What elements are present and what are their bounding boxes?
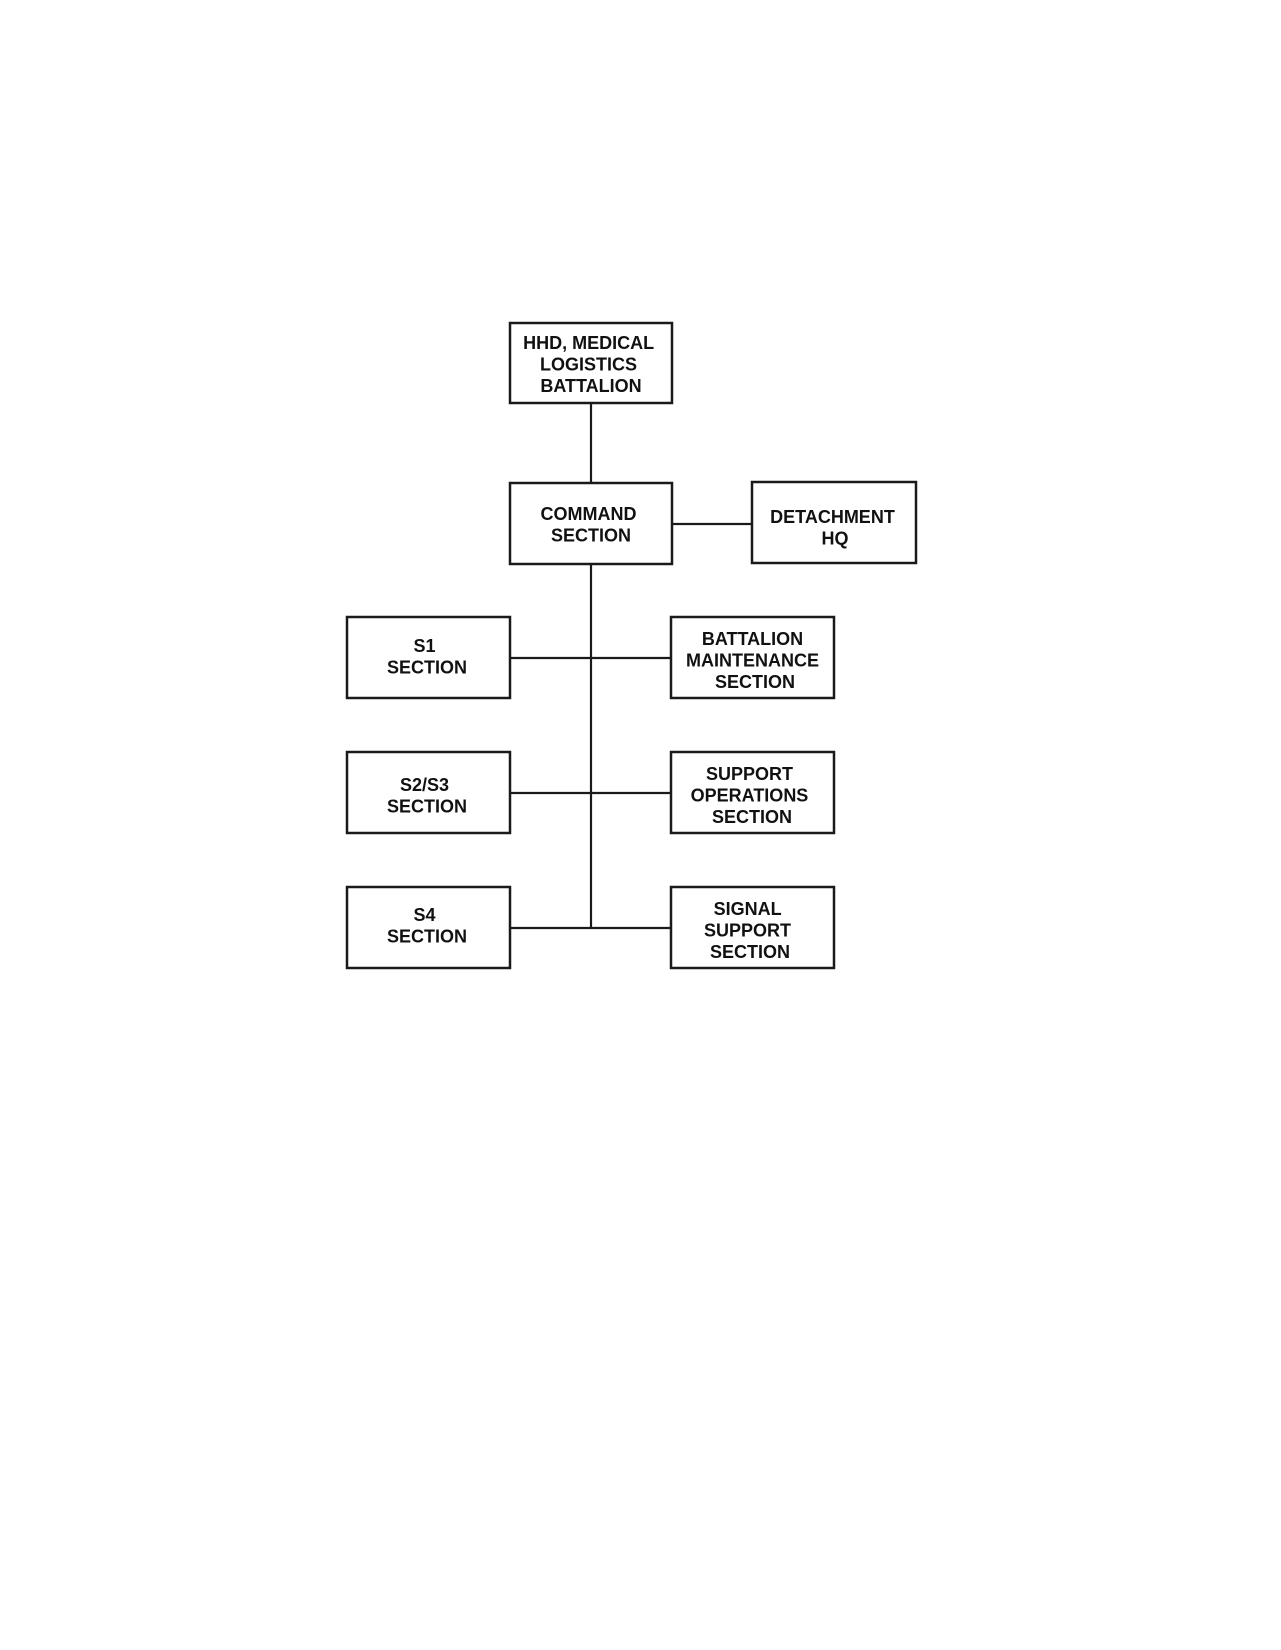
node-label: S1 SECTION [387,636,467,678]
node-label: BATTALION MAINTENANCE SECTION [686,629,824,692]
node-label-line: LOGISTICS [540,355,637,375]
node-label: SUPPORT OPERATIONS SECTION [691,764,814,827]
node-label-line: HHD, MEDICAL [523,333,654,353]
node-box [508,481,674,566]
node-label: HHD, MEDICAL LOGISTICS BATTALION [523,333,659,396]
node-label-line: SECTION [715,672,795,692]
node-box [669,885,836,970]
org-node-support-ops: SUPPORT OPERATIONS SECTION [669,750,836,835]
node-label-line: S4 [413,905,435,925]
org-node-detachment: DETACHMENT HQ [750,480,918,565]
node-box [669,750,836,835]
connectors [510,403,752,930]
node-label-line: SUPPORT [706,764,793,784]
org-node-signal: SIGNAL SUPPORT SECTION [669,885,836,970]
node-box [750,480,918,565]
node-label-line: SECTION [387,658,467,678]
node-label-line: SECTION [551,526,631,546]
node-label: S4 SECTION [387,905,467,947]
org-node-command: COMMAND SECTION [508,481,674,566]
node-label: S2/S3 SECTION [387,775,467,817]
org-node-s1: S1 SECTION [345,615,512,700]
org-node-s4: S4 SECTION [345,885,512,970]
org-node-hhd: HHD, MEDICAL LOGISTICS BATTALION [508,321,674,405]
node-box [508,321,674,405]
node-label: DETACHMENT HQ [770,507,900,549]
node-label-line: OPERATIONS [691,786,809,806]
node-label-line: SUPPORT [704,921,791,941]
node-box [345,750,512,835]
org-node-s2s3: S2/S3 SECTION [345,750,512,835]
node-label-line: HQ [822,529,849,549]
node-label-line: COMMAND [540,504,636,524]
org-node-maintenance: BATTALION MAINTENANCE SECTION [669,615,836,700]
node-label: COMMAND SECTION [540,504,641,546]
node-label-line: SECTION [710,942,790,962]
node-label-line: S1 [413,636,435,656]
node-label-line: BATTALION [702,629,803,649]
node-box [345,615,512,700]
node-label-line: MAINTENANCE [686,651,819,671]
node-label-line: SECTION [387,927,467,947]
node-box [669,615,836,700]
node-label-line: SECTION [712,807,792,827]
node-label-line: DETACHMENT [770,507,895,527]
node-label-line: SECTION [387,797,467,817]
node-box [345,885,512,970]
node-label-line: BATTALION [540,376,641,396]
node-label-line: S2/S3 [400,775,449,795]
node-label-line: SIGNAL [714,899,782,919]
node-label: SIGNAL SUPPORT SECTION [704,899,796,962]
